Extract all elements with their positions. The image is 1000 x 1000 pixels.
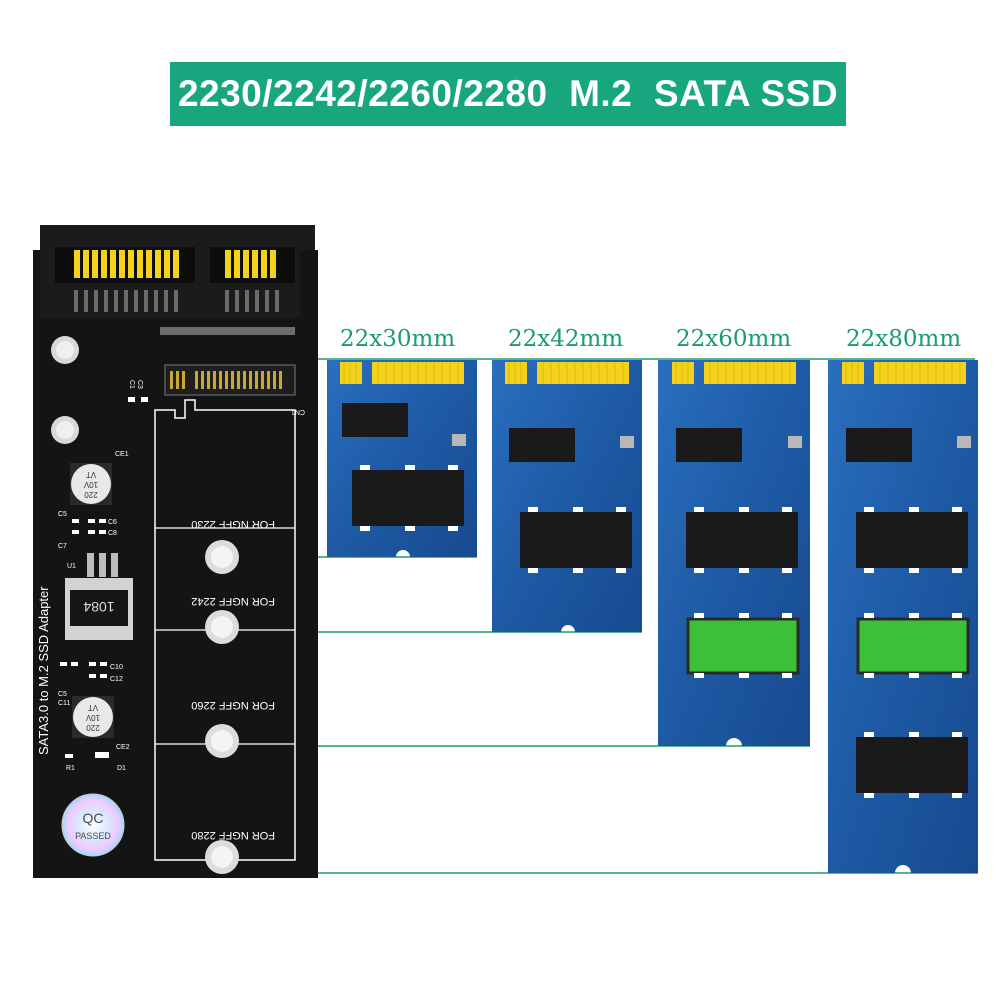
ssd-controller-chip — [676, 428, 742, 462]
label-u1: U1 — [67, 563, 76, 570]
ssd-gold-contacts — [842, 362, 864, 384]
label-c10: C10 — [110, 664, 123, 671]
slot-label-2242: FOR NGFF 2242 — [191, 595, 275, 607]
ssd-green-chip — [686, 617, 800, 675]
sata-solder-pins — [74, 290, 279, 312]
qc-badge-line1: QC — [83, 810, 104, 826]
slot-label-2280: FOR NGFF 2280 — [191, 829, 275, 841]
board-name: SATA3.0 to M.2 SSD Adapter — [36, 586, 51, 755]
cap-rating: 220 — [84, 490, 98, 499]
label-c1: C1 — [128, 380, 135, 389]
adapter-pcb — [33, 250, 318, 878]
sata-data-pins — [74, 250, 179, 278]
label-c5b: C5 — [58, 691, 67, 698]
connector-label: CN1 — [291, 408, 305, 415]
ssd-controller-chip — [342, 403, 408, 437]
size-label-2280: 22x80mm — [846, 326, 962, 352]
ssd-controller-chip — [509, 428, 575, 462]
chip-label: 1084 — [83, 599, 114, 615]
label-c3: C3 — [136, 380, 143, 389]
label-ce1: CE1 — [115, 451, 129, 458]
size-label-2242: 22x42mm — [508, 326, 624, 352]
ssd-slot-outline — [154, 399, 296, 861]
ssd-flash-chip — [686, 512, 798, 568]
ssd-green-chip — [856, 617, 970, 675]
label-c5: C5 — [58, 511, 67, 518]
label-c7: C7 — [58, 543, 67, 550]
qc-badge-line2: PASSED — [75, 831, 111, 841]
ssd-2280 — [828, 360, 978, 873]
label-r1: R1 — [66, 765, 75, 772]
title-banner: 2230/2242/2260/2280 M.2 SATA SSD — [170, 62, 846, 126]
ssd-2230 — [327, 360, 477, 557]
cap-rating: VT — [86, 470, 96, 479]
ssd-flash-chip — [856, 512, 968, 568]
label-c6: C6 — [108, 519, 117, 526]
size-label-2230: 22x30mm — [340, 326, 456, 352]
qc-passed-badge — [61, 793, 125, 857]
ssd-flash-chip — [856, 737, 968, 793]
label-d1: D1 — [117, 765, 126, 772]
label-c8: C8 — [108, 530, 117, 537]
slot-label-2230: FOR NGFF 2230 — [191, 518, 275, 530]
cap-rating: VT — [88, 703, 98, 712]
ssd-2242 — [492, 360, 642, 632]
size-label-2260: 22x60mm — [676, 326, 792, 352]
cap-rating: 10V — [85, 713, 100, 722]
slot-label-2260: FOR NGFF 2260 — [191, 699, 275, 711]
label-ce2: CE2 — [116, 744, 130, 751]
ssd-flash-chip — [520, 512, 632, 568]
cap-rating: 10V — [83, 480, 98, 489]
label-c12: C12 — [110, 676, 123, 683]
ssd-flash-chip — [352, 470, 464, 526]
ssd-controller-chip — [846, 428, 912, 462]
ssd-gold-contacts — [340, 362, 362, 384]
ssd-2260 — [658, 360, 810, 746]
ssd-gold-contacts — [672, 362, 694, 384]
ssd-gold-contacts — [505, 362, 527, 384]
adapter-board: FOR NGFF 2230 FOR NGFF 2242 FOR NGFF 226… — [33, 225, 318, 878]
m2-slot-bracket — [160, 327, 295, 335]
cap-rating: 220 — [86, 723, 100, 732]
label-c11: C11 — [58, 700, 70, 707]
sata-power-pins — [225, 250, 276, 278]
